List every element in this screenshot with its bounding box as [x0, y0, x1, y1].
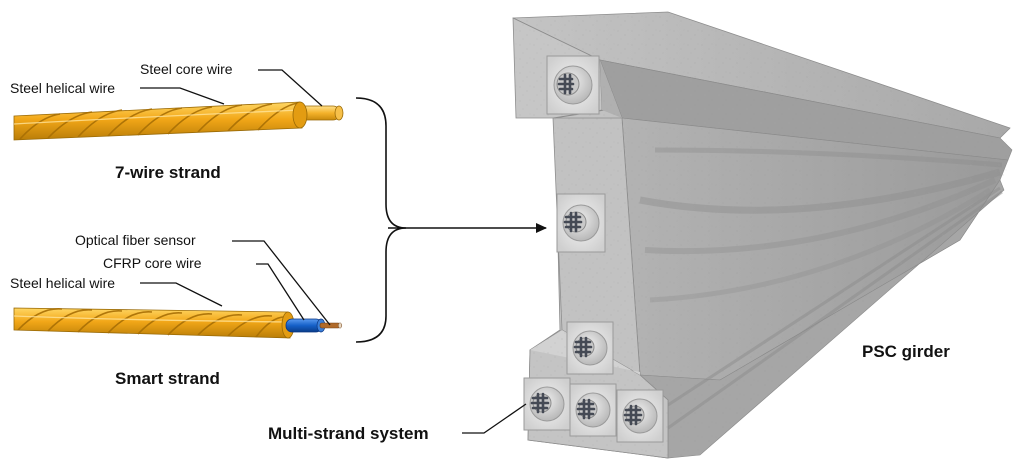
leader-cfrp-core-wire	[256, 263, 305, 321]
label-steel-helical-wire-top: Steel helical wire	[10, 80, 116, 96]
grouping-brace	[355, 97, 407, 343]
label-psc-girder: PSC girder	[862, 342, 950, 361]
label-smart-strand: Smart strand	[115, 369, 220, 388]
label-seven-wire-strand: 7-wire strand	[115, 163, 221, 182]
leader-steel-core-wire	[258, 69, 323, 107]
leader-multi-strand-system	[462, 403, 527, 434]
label-steel-helical-wire-bottom: Steel helical wire	[10, 275, 116, 291]
leader-steel-helical-wire-top	[140, 87, 225, 105]
leader-lines	[140, 69, 527, 434]
anchor-tendons	[530, 73, 643, 426]
label-cfrp-core-wire: CFRP core wire	[103, 255, 202, 271]
seven-wire-strand-illustration	[13, 101, 344, 141]
leader-steel-helical-wire-bottom	[140, 282, 223, 307]
label-steel-core-wire: Steel core wire	[140, 61, 233, 77]
smart-strand-illustration	[13, 307, 343, 339]
leader-optical-fiber-sensor	[232, 240, 331, 326]
label-multi-strand-system: Multi-strand system	[268, 424, 429, 443]
label-optical-fiber-sensor: Optical fiber sensor	[75, 232, 196, 248]
